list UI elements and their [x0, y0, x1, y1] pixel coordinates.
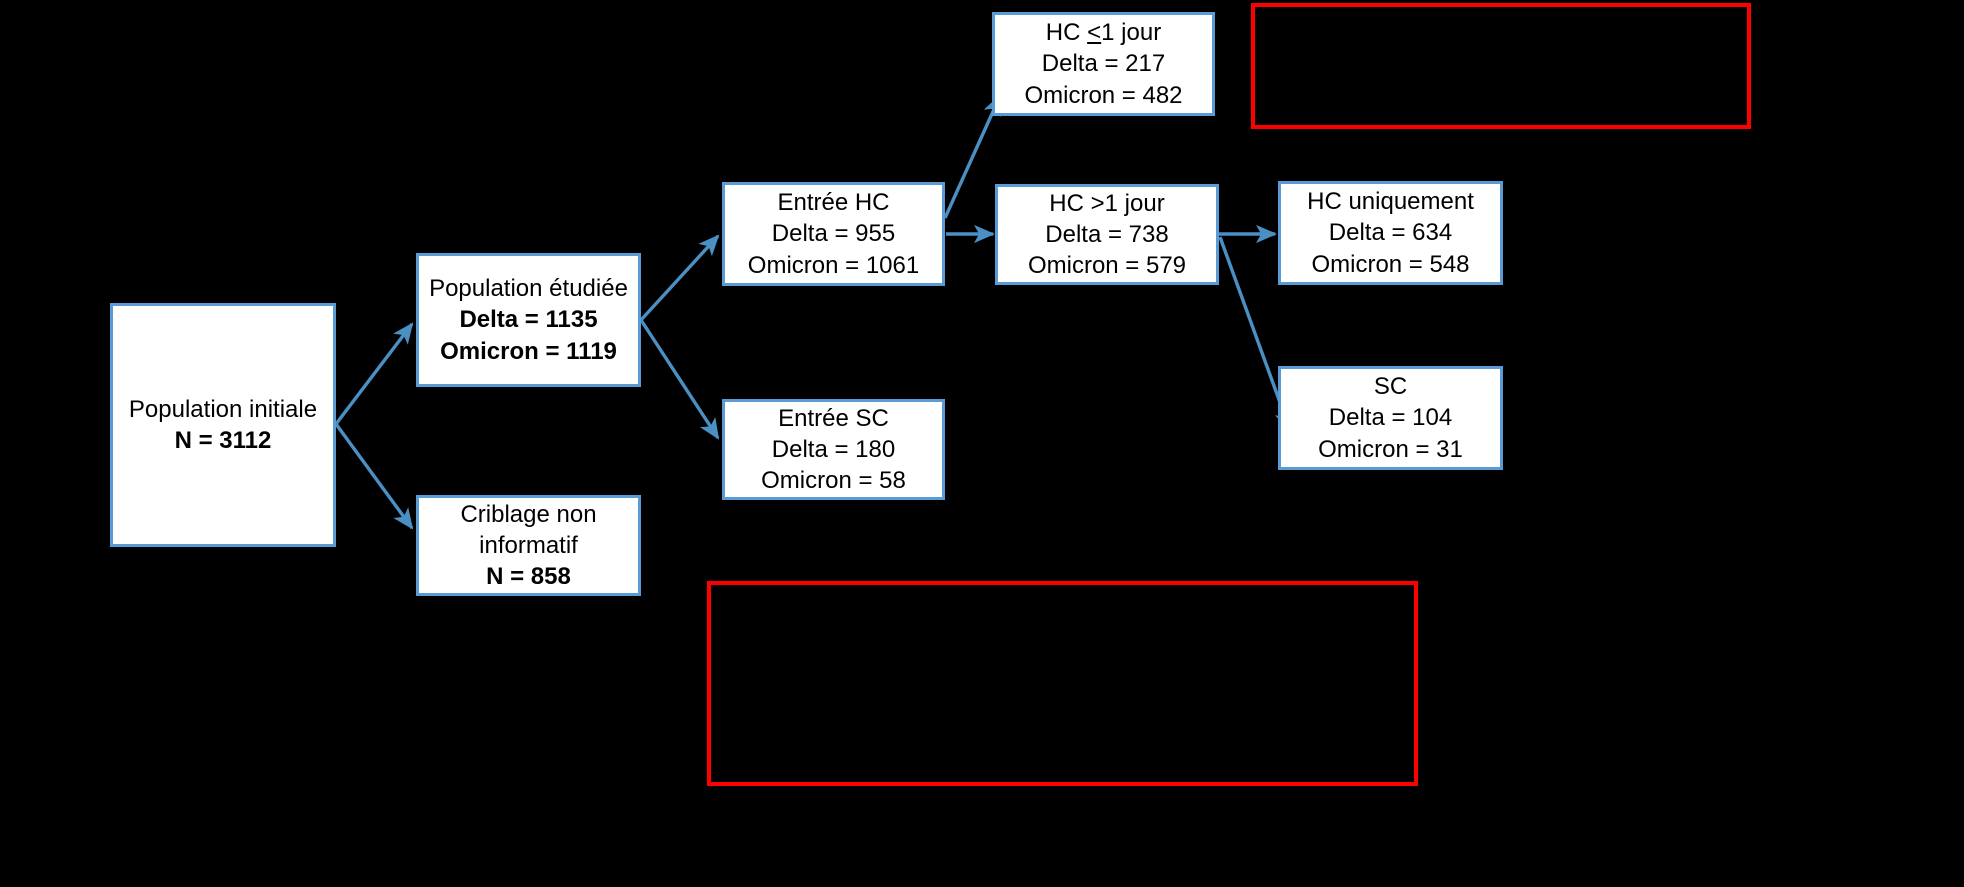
node-hc-le-1-jour-line1: HC <1 jour — [1046, 17, 1161, 48]
node-entree-sc[interactable]: Entrée SC Delta = 180 Omicron = 58 — [722, 399, 945, 500]
node-hc-le-1-jour-line1-suffix: 1 jour — [1101, 19, 1162, 47]
node-entree-sc-line2: Delta = 180 — [771, 435, 896, 463]
node-hc-le-1-jour[interactable]: HC <1 jour Delta = 217 Omicron = 482 — [992, 12, 1215, 116]
node-sc-line3: Omicron = 31 — [1318, 435, 1463, 463]
node-criblage-line1: Criblage non — [460, 500, 597, 528]
node-population-etudiee[interactable]: Population étudiée Delta = 1135 Omicron … — [416, 253, 641, 387]
less-than-or-equal-symbol: < — [1087, 19, 1102, 47]
node-hc-gt-1-jour[interactable]: HC >1 jour Delta = 738 Omicron = 579 — [995, 184, 1219, 285]
node-sc-line2: Delta = 104 — [1328, 404, 1453, 432]
node-entree-hc[interactable]: Entrée HC Delta = 955 Omicron = 1061 — [722, 182, 945, 286]
node-hc-uniquement-line3: Omicron = 548 — [1311, 250, 1470, 278]
node-criblage-line2: informatif — [479, 531, 578, 559]
node-entree-hc-line2: Delta = 955 — [771, 220, 896, 248]
node-entree-hc-line1: Entrée HC — [777, 189, 890, 217]
connector-initiale-to-criblage — [334, 422, 414, 530]
node-population-initiale-line1: Population initiale — [128, 395, 318, 423]
annotation-box-bottom-center[interactable] — [707, 581, 1418, 786]
node-sc[interactable]: SC Delta = 104 Omicron = 31 — [1278, 366, 1503, 470]
node-hc-uniquement-line1: HC uniquement — [1307, 188, 1474, 216]
node-population-initiale-line2: N = 3112 — [174, 427, 272, 454]
node-hc-le-1-jour-line3: Omicron = 482 — [1024, 81, 1183, 109]
node-hc-gt-1-jour-line3: Omicron = 579 — [1027, 252, 1187, 280]
node-hc-gt-1-jour-line2: Delta = 738 — [1045, 220, 1169, 248]
node-hc-uniquement[interactable]: HC uniquement Delta = 634 Omicron = 548 — [1278, 181, 1503, 285]
node-population-etudiee-line1: Population étudiée — [429, 275, 628, 303]
node-population-etudiee-line2: Delta = 1135 — [459, 306, 598, 334]
node-hc-le-1-jour-line1-prefix: HC — [1045, 19, 1088, 47]
connector-initiale-to-etudiee — [334, 322, 414, 426]
node-hc-uniquement-line2: Delta = 634 — [1328, 219, 1453, 247]
node-hc-le-1-jour-line2: Delta = 217 — [1041, 50, 1166, 78]
node-population-etudiee-line3: Omicron = 1119 — [440, 337, 617, 365]
node-entree-sc-line1: Entrée SC — [778, 404, 889, 432]
node-hc-gt-1-jour-line1: HC >1 jour — [1049, 189, 1165, 217]
connector-etudiee-to-entree-sc — [639, 319, 720, 440]
node-population-initiale[interactable]: Population initiale N = 3112 — [110, 303, 336, 547]
node-criblage-line3: N = 858 — [486, 563, 571, 591]
connector-etudiee-to-entree-hc — [639, 234, 720, 322]
node-entree-hc-line3: Omicron = 1061 — [747, 251, 920, 279]
node-criblage-non-informatif[interactable]: Criblage non informatif N = 858 — [416, 495, 641, 596]
annotation-box-top-right[interactable] — [1251, 3, 1751, 129]
node-entree-sc-line3: Omicron = 58 — [761, 467, 906, 495]
node-sc-line1: SC — [1373, 373, 1408, 401]
